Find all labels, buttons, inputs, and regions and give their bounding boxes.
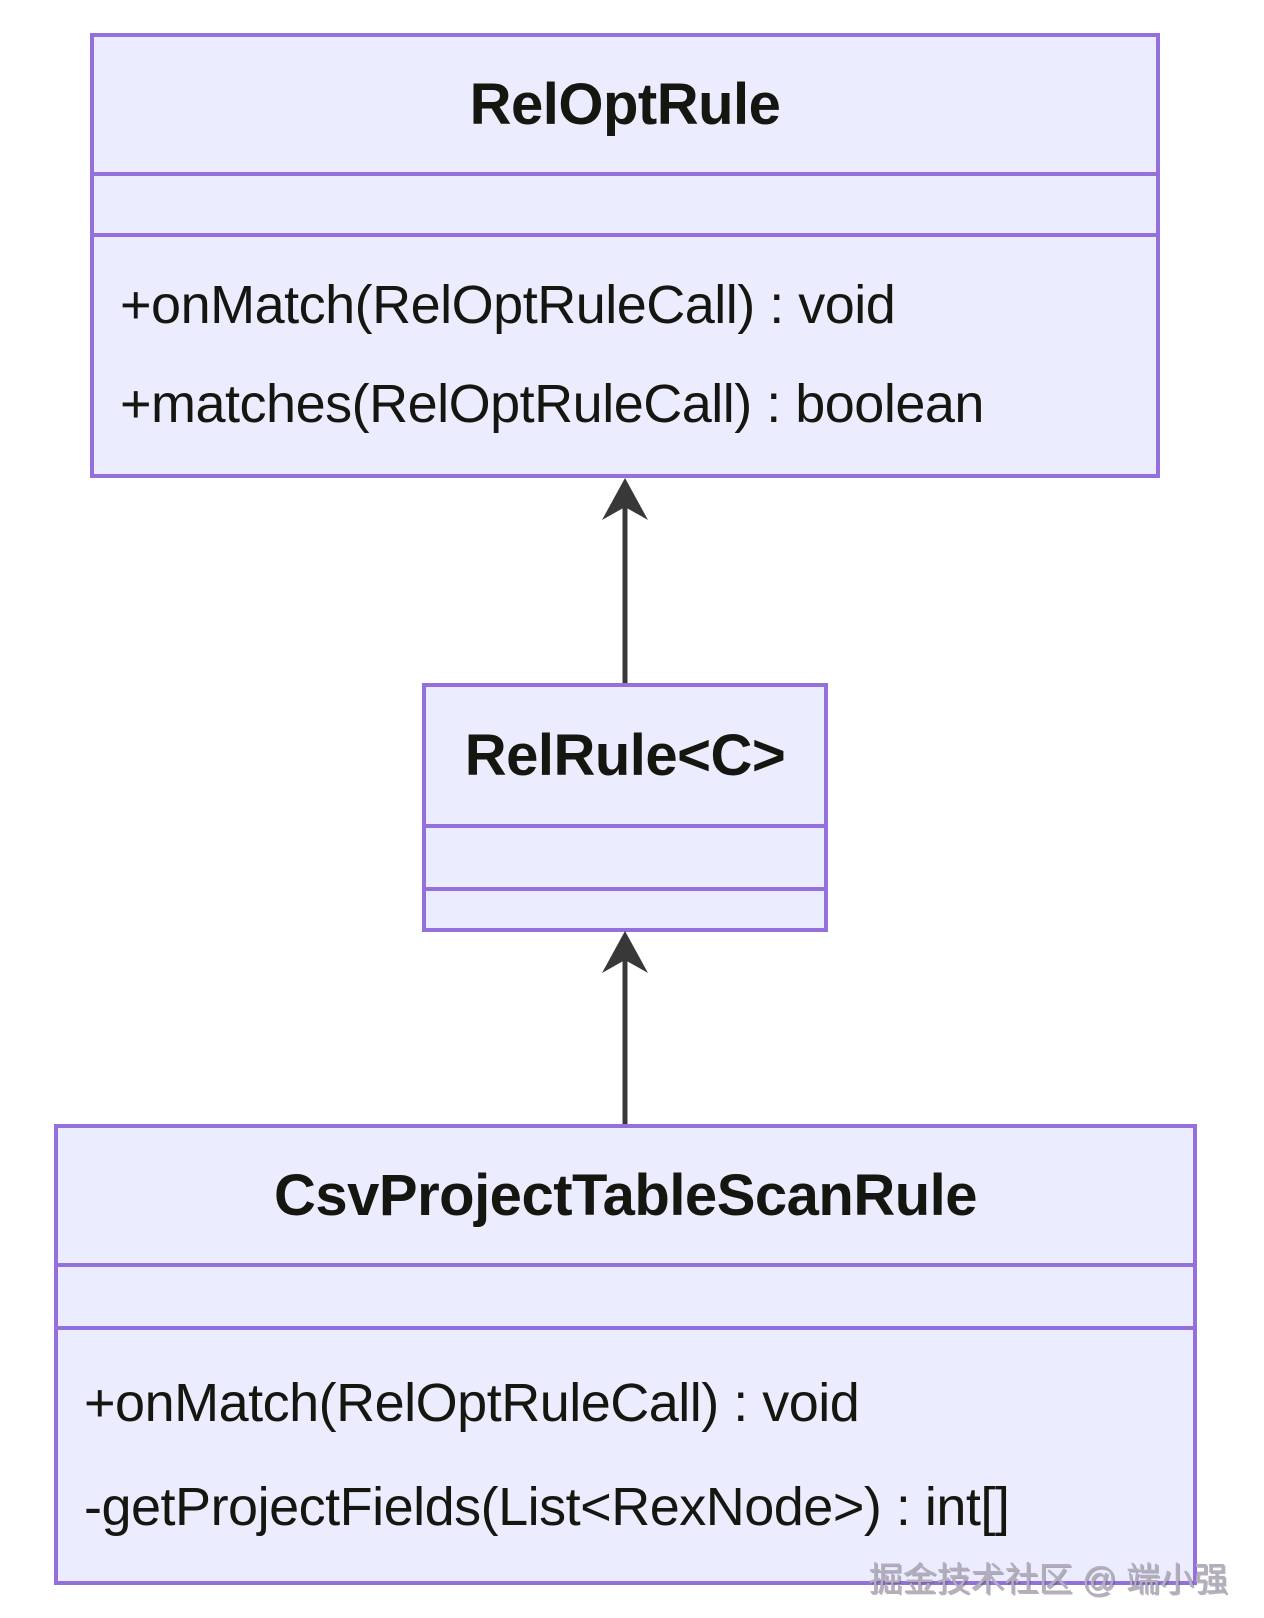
class-box-relrule: RelRule<C> [422, 683, 828, 932]
methods-compartment-reloptrule: +onMatch(RelOptRuleCall) : void +matches… [94, 237, 1156, 474]
method-entry: +matches(RelOptRuleCall) : boolean [120, 374, 984, 435]
class-name-relrule: RelRule<C> [426, 687, 824, 828]
inheritance-arrow-relrule-to-reloptrule [602, 478, 648, 684]
method-entry: +onMatch(RelOptRuleCall) : void [120, 275, 896, 336]
methods-compartment-csvrule: +onMatch(RelOptRuleCall) : void -getProj… [58, 1330, 1193, 1581]
arrowhead-icon [602, 478, 648, 520]
class-box-reloptrule: RelOptRule +onMatch(RelOptRuleCall) : vo… [90, 33, 1160, 478]
class-box-csvprojecttablescanrule: CsvProjectTableScanRule +onMatch(RelOptR… [54, 1124, 1197, 1585]
inheritance-arrow-csvrule-to-relrule [602, 931, 648, 1125]
attributes-compartment-reloptrule [94, 176, 1156, 237]
class-name-reloptrule: RelOptRule [94, 37, 1156, 176]
attributes-compartment-csvrule [58, 1267, 1193, 1330]
attributes-compartment-relrule [426, 828, 824, 891]
arrowhead-icon [602, 931, 648, 973]
class-name-csvprojecttablescanrule: CsvProjectTableScanRule [58, 1128, 1193, 1267]
methods-compartment-relrule [426, 891, 824, 928]
method-entry: +onMatch(RelOptRuleCall) : void [84, 1373, 860, 1434]
watermark: 掘金技术社区 @ 端小强 [868, 1561, 1228, 1599]
method-entry: -getProjectFields(List<RexNode>) : int[] [84, 1476, 1010, 1537]
